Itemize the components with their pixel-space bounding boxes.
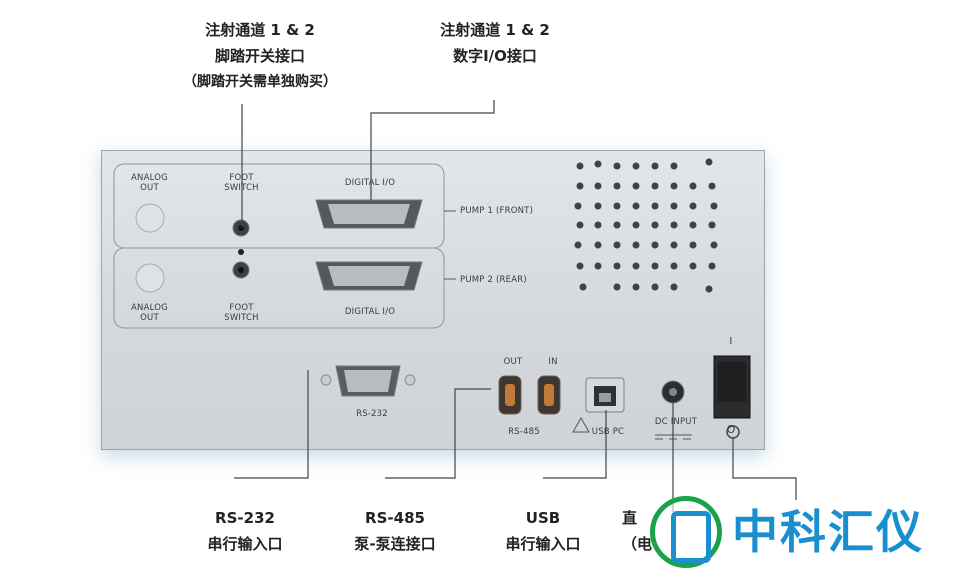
label-foot-switch-bottom: FOOT SWITCH — [224, 303, 259, 323]
callout-rs232-line2: 串行输入口 — [207, 535, 283, 553]
label-power-on: I — [729, 336, 733, 347]
instrument-rear-panel: ANALOG OUT FOOT SWITCH DIGITAL I/O PUMP … — [101, 150, 765, 450]
label-pump2: PUMP 2 (REAR) — [460, 275, 527, 285]
label-out: OUT — [503, 357, 523, 367]
rs232-connector — [320, 365, 416, 397]
callout-usb-line1: USB — [525, 509, 561, 527]
warning-icon — [572, 416, 590, 433]
callout-digital-io: 注射通道 1 & 2 数字I/O接口 — [405, 17, 585, 69]
label-digital-io-bottom: DIGITAL I/O — [344, 307, 396, 317]
digital-io-connector-bottom — [315, 261, 423, 291]
watermark-logo — [650, 496, 722, 568]
callout-digital-io-line1: 注射通道 1 & 2 — [440, 21, 550, 39]
callout-rs485-line1: RS-485 — [365, 509, 425, 527]
callout-rs485-line2: 泵-泵连接口 — [354, 535, 436, 553]
callout-usb-line2: 串行输入口 — [505, 535, 581, 553]
callout-rs232-line1: RS-232 — [215, 509, 275, 527]
callout-foot-switch: 注射通道 1 & 2 脚踏开关接口 （脚踏开关需单独购买） — [160, 17, 360, 95]
watermark-text: 中科汇仪 — [732, 505, 924, 559]
callout-foot-switch-line2: 脚踏开关接口 — [214, 47, 305, 65]
callout-usb: USB 串行输入口 — [488, 505, 598, 557]
label-power-off: O — [726, 423, 736, 436]
analog-out-port-top — [135, 203, 165, 233]
pump2-group-box — [113, 247, 445, 329]
label-in: IN — [548, 357, 558, 367]
power-switch — [713, 355, 751, 419]
callout-dc: 直 （电 — [622, 505, 662, 557]
label-rs485: RS-485 — [508, 427, 540, 437]
callout-foot-switch-line1: 注射通道 1 & 2 — [205, 21, 315, 39]
usb-port — [585, 377, 625, 413]
label-dc-input: DC INPUT — [654, 417, 698, 427]
callout-rs232: RS-232 串行输入口 — [190, 505, 300, 557]
callout-digital-io-line2: 数字I/O接口 — [453, 47, 537, 65]
analog-out-port-bottom — [135, 263, 165, 293]
leader-lines — [234, 100, 797, 512]
callout-dc-line2: （电 — [622, 535, 653, 553]
callout-dc-line1: 直 — [622, 509, 638, 527]
callout-rs485: RS-485 泵-泵连接口 — [335, 505, 455, 557]
label-pump1: PUMP 1 (FRONT) — [460, 206, 534, 216]
callout-foot-switch-line3: （脚踏开关需单独购买） — [183, 74, 337, 90]
vent-grille — [574, 158, 718, 293]
label-rs232: RS-232 — [356, 409, 388, 419]
power-off-symbol — [726, 425, 740, 439]
label-analog-out-top: ANALOG OUT — [131, 173, 168, 193]
label-usb-pc: USB PC — [591, 427, 625, 437]
digital-io-connector-top — [315, 199, 423, 229]
label-analog-out-bottom: ANALOG OUT — [131, 303, 168, 323]
label-digital-io-top: DIGITAL I/O — [344, 178, 396, 188]
